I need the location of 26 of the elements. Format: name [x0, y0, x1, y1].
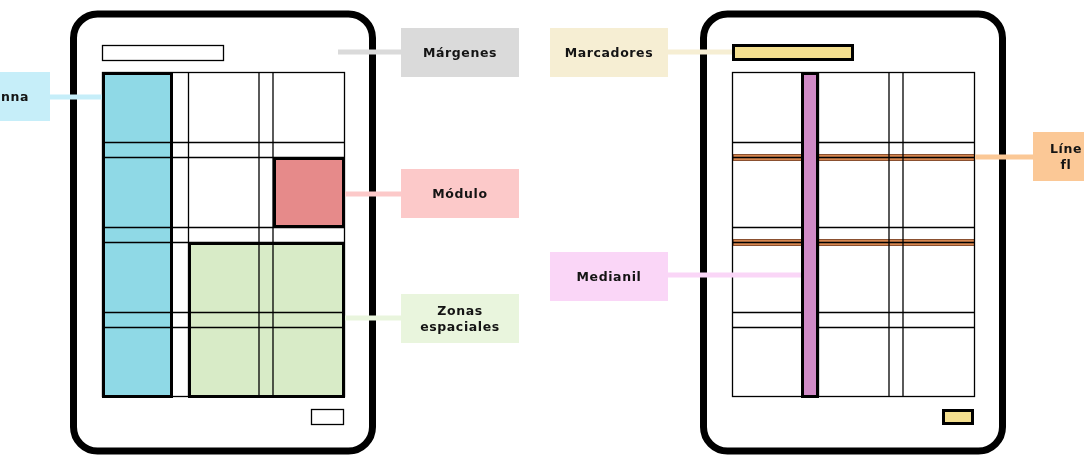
callout-tag	[550, 28, 668, 77]
callout-text: Medianil	[576, 268, 642, 285]
leader-line	[668, 49, 732, 55]
callout-text: Márgenes	[422, 44, 498, 61]
callout-text: nna	[1, 88, 30, 105]
spatial-zone	[188, 242, 345, 398]
callout-text: Zonas espaciales	[419, 302, 501, 335]
callout-text: Marcadores	[564, 44, 654, 61]
marker-bar	[732, 44, 854, 61]
leader-line	[668, 272, 801, 278]
callout-text: Líne fl	[1049, 140, 1082, 173]
callout-tag	[401, 169, 519, 218]
callout-tag	[401, 294, 519, 343]
callout-tag	[0, 72, 50, 121]
gutter-bar	[801, 72, 819, 398]
callout-tag	[550, 252, 668, 301]
leader-line	[345, 315, 401, 321]
column-highlight	[102, 72, 173, 398]
module-highlight	[273, 157, 345, 228]
leader-line	[345, 191, 401, 197]
leader-line	[975, 154, 1033, 160]
callout-text: Módulo	[432, 185, 488, 202]
callout-tag	[401, 28, 519, 77]
leader-line	[338, 49, 401, 55]
callout-tag	[1033, 132, 1084, 181]
leader-line	[50, 94, 102, 100]
